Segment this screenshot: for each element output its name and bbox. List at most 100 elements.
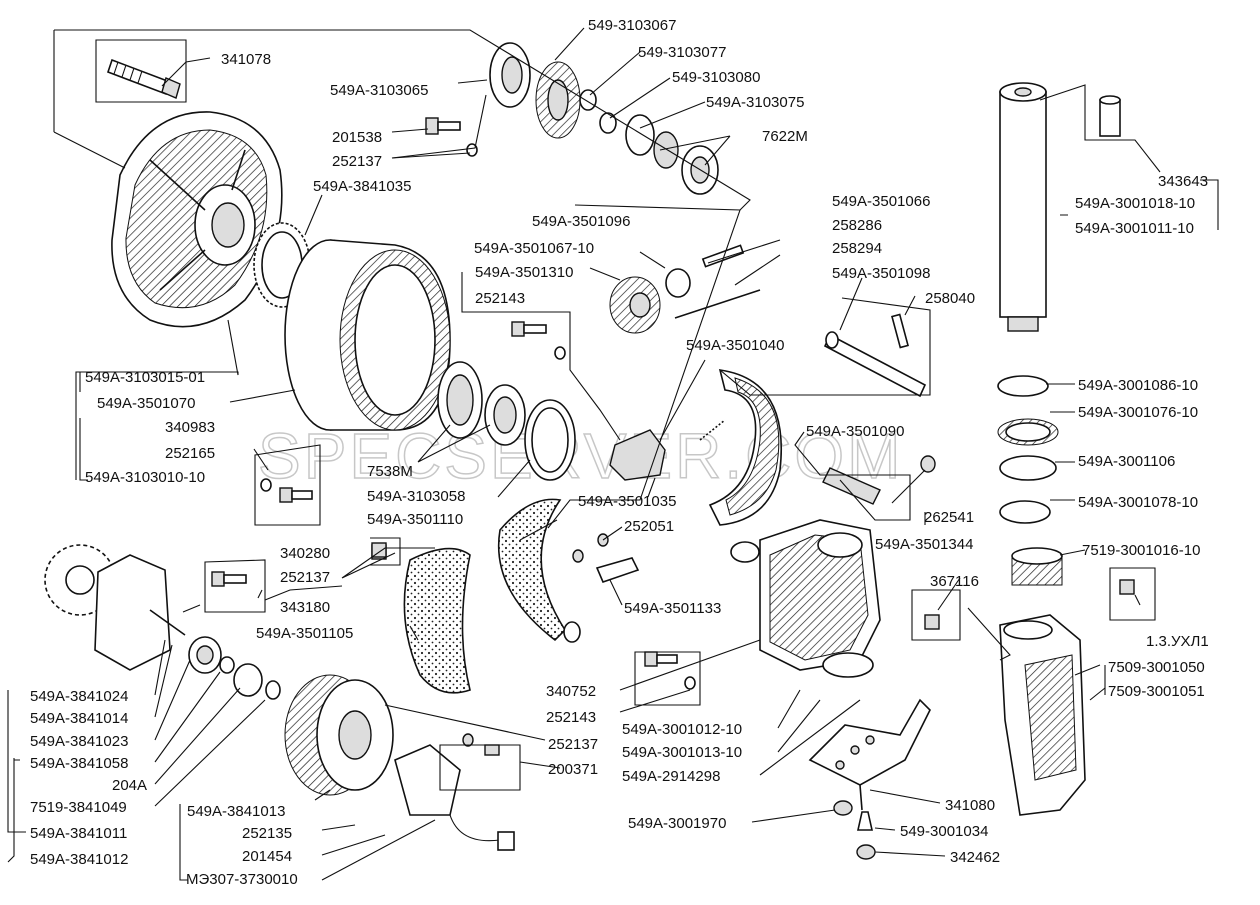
pin-3501090-drawing [822, 455, 936, 505]
part-label: 262541 [924, 509, 974, 526]
part-label: 549A-3001086-10 [1078, 377, 1198, 394]
part-label: 549A-3841058 [30, 755, 128, 772]
part-label: 549A-3103015-01 [85, 369, 205, 386]
part-label: 549-3103067 [588, 17, 676, 34]
part-label: 549A-3501067-10 [474, 240, 594, 257]
part-label: 201538 [332, 129, 382, 146]
part-label: 549A-3841014 [30, 710, 128, 727]
part-label: 201454 [242, 848, 292, 865]
link-plate-drawing [572, 533, 640, 583]
part-labels: 341078 549-3103067 549-3103077 549-31030… [30, 17, 1209, 888]
part-label: 7519-3841049 [30, 799, 127, 816]
part-label: 549A-3841013 [187, 803, 285, 820]
part-label: 252137 [332, 153, 382, 170]
part-label: 549A-3841011 [30, 825, 127, 842]
part-label: 252135 [242, 825, 292, 842]
roller-parts-drawing [609, 244, 761, 334]
part-label: 7519-3001016-10 [1082, 542, 1200, 559]
part-label: 549-3103080 [672, 69, 760, 86]
part-label: 7622M [762, 128, 808, 145]
part-label: 549A-3841023 [30, 733, 128, 750]
part-label: 340752 [546, 683, 596, 700]
part-label: 252143 [475, 290, 525, 307]
part-label: 549A-3841035 [313, 178, 411, 195]
part-label: 258286 [832, 217, 882, 234]
nut-set-drawing [833, 800, 876, 860]
hub-parts-drawing [489, 42, 719, 195]
bolt-343180-drawing [371, 542, 387, 558]
pin-3501098-drawing [823, 313, 927, 398]
part-label: 252137 [548, 736, 598, 753]
part-label: 549A-3501105 [256, 625, 353, 642]
bearing-7538m-drawing [437, 361, 526, 446]
part-label: 549A-3001970 [628, 815, 726, 832]
part-label: 549A-2914298 [622, 768, 720, 785]
part-label: 367116 [930, 573, 979, 590]
brake-band-drawing [497, 498, 581, 643]
part-label: 549A-3501066 [832, 193, 930, 210]
part-label: 258040 [925, 290, 975, 307]
part-label: 204A [112, 777, 147, 794]
part-label: 340280 [280, 545, 330, 562]
part-label: 549A-3501096 [532, 213, 630, 230]
part-label: 341078 [221, 51, 271, 68]
part-label: 549A-3001106 [1078, 453, 1175, 470]
bolt-340983-drawing [260, 478, 313, 503]
part-label: 258294 [832, 240, 882, 257]
part-label: 549A-3001018-10 [1075, 195, 1195, 212]
bolt-341078-drawing [106, 58, 181, 99]
part-label: 7509-3001050 [1108, 659, 1205, 676]
part-label: 343180 [280, 599, 330, 616]
watermark-text: SPECSERVER.COM [258, 420, 903, 492]
part-label: 342462 [950, 849, 1000, 866]
sensor-rotor-drawing [284, 674, 394, 796]
part-label: 549A-3501090 [806, 423, 904, 440]
part-label: 549A-3103058 [367, 488, 465, 505]
part-label: 549-3103077 [638, 44, 726, 61]
part-label: 549A-3501133 [624, 600, 721, 617]
bolt-252143-drawing [511, 321, 566, 360]
part-label: 7538M [367, 463, 413, 480]
leader-lines [7, 27, 1219, 881]
part-label: 549A-3103010-10 [85, 469, 205, 486]
steering-lever-drawing [808, 698, 931, 811]
part-label: 252051 [624, 518, 674, 535]
bushings-drawing [997, 375, 1063, 586]
king-pin-drawing [999, 82, 1121, 332]
part-label: 1.3.УХЛ1 [1146, 633, 1209, 650]
part-label: 549A-3501110 [367, 511, 463, 528]
part-label: 549A-3001076-10 [1078, 404, 1198, 421]
part-label: 549A-3841012 [30, 851, 128, 868]
part-label: 549A-3841024 [30, 688, 128, 705]
part-label: 549A-3001078-10 [1078, 494, 1198, 511]
part-label: 252165 [165, 445, 215, 462]
part-label: 549A-3001013-10 [622, 744, 742, 761]
part-label: 549A-3501098 [832, 265, 930, 282]
sensor-gear-drawing [44, 544, 186, 671]
speed-sensor-drawing [394, 733, 515, 851]
part-label: 549A-3103075 [706, 94, 804, 111]
part-label: 7509-3001051 [1108, 683, 1205, 700]
steering-knuckle-drawing [730, 519, 881, 678]
part-label: 549A-3103065 [330, 82, 428, 99]
part-label: 549A-3501035 [578, 493, 676, 510]
seal-ring-drawing [524, 399, 576, 481]
part-label: 549A-3501040 [686, 337, 784, 354]
parts-illustrations [44, 42, 1135, 860]
part-label: 549A-3501344 [875, 536, 973, 553]
part-label: 343643 [1158, 173, 1208, 190]
part-label: 549A-3001012-10 [622, 721, 742, 738]
part-label: 549-3001034 [900, 823, 988, 840]
bolt-340752-drawing [644, 651, 696, 690]
part-label: 549A-3001011-10 [1075, 220, 1194, 237]
part-label: 341080 [945, 797, 995, 814]
part-label: 252143 [546, 709, 596, 726]
sensor-bearings-drawing [188, 571, 281, 700]
part-label: 549A-3501070 [97, 395, 195, 412]
part-label: 200371 [548, 761, 598, 778]
brake-drum-drawing [284, 239, 451, 431]
lining-drawing [371, 544, 471, 694]
part-label: 549A-3501310 [475, 264, 573, 281]
part-label: 252137 [280, 569, 330, 586]
